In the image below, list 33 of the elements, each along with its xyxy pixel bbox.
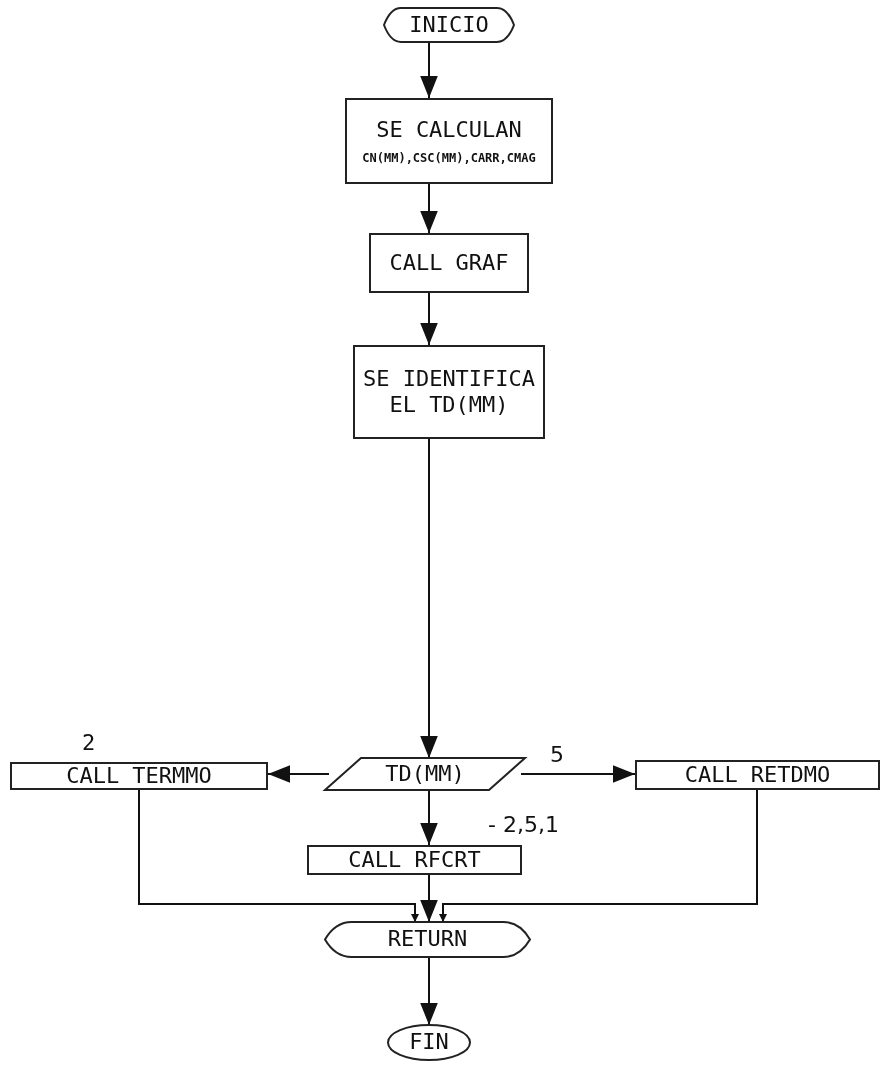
process-box	[635, 760, 880, 790]
node-label: CALL GRAF	[389, 249, 509, 277]
arrow	[138, 789, 419, 923]
arrow	[439, 789, 758, 923]
arrow	[267, 765, 330, 783]
arrow	[420, 292, 438, 346]
process-box	[353, 345, 545, 439]
arrow	[520, 765, 636, 783]
arrow	[420, 874, 438, 923]
terminal-ellipse	[388, 1025, 470, 1060]
node-label: SE IDENTIFICA EL TD(MM)	[361, 365, 537, 419]
node-label: FIN	[409, 1029, 449, 1056]
node-label: SE CALCULAN	[376, 116, 522, 143]
node-label: TD(MM)	[385, 760, 465, 788]
node-label: INICIO	[409, 11, 489, 39]
terminal-shape	[384, 8, 514, 42]
process-box	[369, 233, 529, 293]
process-box	[307, 845, 522, 875]
process-box	[10, 762, 268, 790]
arrow	[420, 183, 438, 234]
node-label: CALL RFCRT	[348, 846, 481, 874]
arrow	[420, 438, 438, 759]
terminal-shape	[325, 922, 530, 957]
variable-list: CN(MM),CSC(MM),CARR,CMAG	[362, 151, 536, 166]
arrow	[420, 41, 438, 99]
input-output-parallelogram	[325, 758, 525, 790]
node-label: CALL TERMMO	[66, 762, 212, 790]
arrow	[420, 956, 438, 1026]
process-box	[345, 98, 553, 184]
branch-value: 2	[82, 730, 96, 755]
arrow	[420, 789, 438, 846]
node-label: CALL RETDMO	[684, 761, 831, 789]
node-label: RETURN	[387, 926, 468, 953]
